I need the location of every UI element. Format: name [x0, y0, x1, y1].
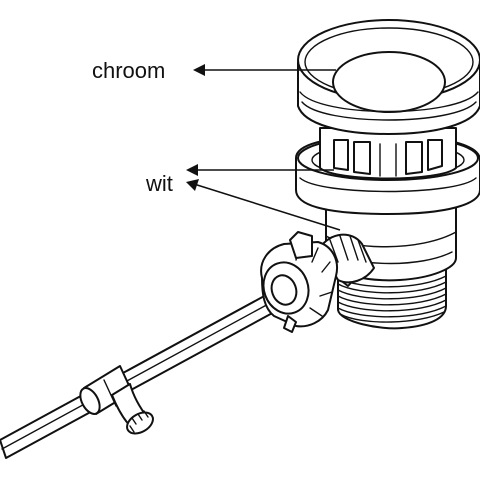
- label-wit: wit: [145, 171, 173, 196]
- pull-rod: [0, 281, 301, 459]
- leader-wit: [186, 164, 341, 231]
- inner-cage: [319, 127, 457, 180]
- rod-knob: [79, 365, 154, 435]
- label-chroom: chroom: [92, 58, 165, 83]
- leader-chroom: [193, 64, 336, 76]
- drain-cap: [297, 19, 480, 135]
- side-connector: [260, 231, 375, 333]
